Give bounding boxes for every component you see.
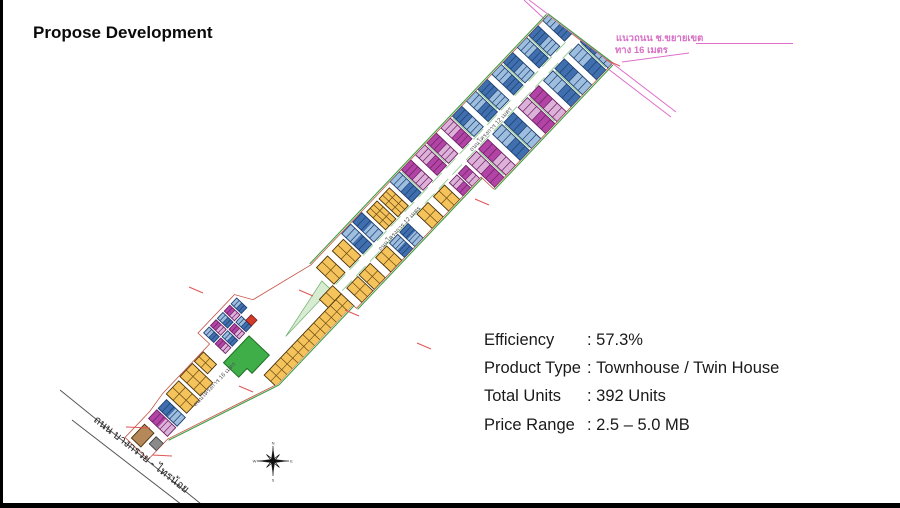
svg-text:W: W <box>253 459 257 464</box>
svg-text:ทาง 16 เมตร: ทาง 16 เมตร <box>615 45 669 56</box>
svg-text:แนวถนน ช.ขยายเขต: แนวถนน ช.ขยายเขต <box>616 33 703 44</box>
svg-text:E: E <box>290 459 293 464</box>
svg-text:N: N <box>272 441 275 446</box>
svg-text:S: S <box>272 478 275 483</box>
